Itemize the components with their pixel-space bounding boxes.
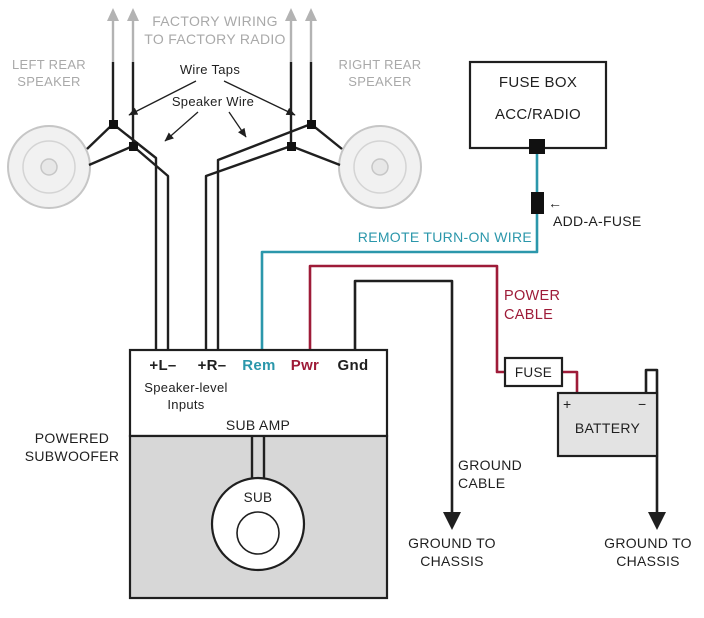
remote-turn-on-wire-label: REMOTE TURN-ON WIRE xyxy=(357,229,532,245)
power-cable-label: POWER CABLE xyxy=(504,288,561,323)
up-arrow-icon xyxy=(127,8,139,21)
fuse-box-title: FUSE BOX xyxy=(498,74,578,91)
up-arrow-icon xyxy=(107,8,119,21)
sub-amp-label: SUB AMP xyxy=(225,417,291,433)
ground-cable-wire xyxy=(353,279,461,530)
amp-terminal-power: Pwr xyxy=(290,357,320,374)
speaker-wire-label: Speaker Wire xyxy=(171,94,255,109)
up-arrow-icon xyxy=(285,8,297,21)
left-rear-speaker-label: LEFT REAR SPEAKER xyxy=(12,57,86,89)
ground-cable-label: GROUND CABLE xyxy=(458,457,523,492)
inline-fuse-outline xyxy=(503,356,564,388)
up-arrow-icon xyxy=(305,8,317,21)
battery-label: BATTERY xyxy=(574,420,641,436)
right-rear-speaker-icon xyxy=(338,125,422,209)
wire-tap-square xyxy=(287,142,296,151)
powered-subwoofer-label: POWERED SUBWOOFER xyxy=(24,430,120,465)
amp-terminal-right-input: +R– xyxy=(197,357,227,374)
add-a-fuse-label: ADD-A-FUSE xyxy=(553,213,642,230)
wire-taps-pointer-left xyxy=(128,80,197,116)
wire-taps-pointer-right xyxy=(223,80,296,116)
fuse-box-circuit-label: ACC/RADIO xyxy=(494,106,582,123)
amp-terminal-ground: Gnd xyxy=(337,357,369,374)
battery-outline xyxy=(556,391,659,458)
annotation-arrows xyxy=(128,80,296,142)
wire-tap-square xyxy=(307,120,316,129)
battery-minus-terminal: − xyxy=(638,396,647,412)
factory-wiring-label: FACTORY WIRING TO FACTORY RADIO xyxy=(144,13,286,48)
add-a-fuse-callout: ← ADD-A-FUSE xyxy=(548,176,642,231)
subwoofer-cone-outer xyxy=(210,476,306,572)
fuse-box-outline xyxy=(468,60,608,150)
add-a-fuse-connector xyxy=(531,192,544,214)
fuse-label: FUSE xyxy=(514,365,553,380)
fuse-box-tap-connector xyxy=(529,139,545,154)
power-cable-wire xyxy=(308,264,579,393)
wire-taps-label: Wire Taps xyxy=(179,62,241,77)
down-arrow-icon xyxy=(648,512,666,530)
ground-to-chassis-label-right: GROUND TO CHASSIS xyxy=(604,535,692,570)
ground-to-chassis-label-left: GROUND TO CHASSIS xyxy=(408,535,496,570)
right-rear-speaker-label: RIGHT REAR SPEAKER xyxy=(338,57,422,89)
subwoofer-cone-inner xyxy=(236,511,280,555)
amp-terminal-left-input: +L– xyxy=(149,357,177,374)
amp-input-speaker-wires xyxy=(112,122,312,350)
speaker-wire-pointer-left xyxy=(164,111,199,142)
factory-speaker-wires xyxy=(86,62,343,167)
down-arrow-icon xyxy=(443,512,461,530)
amp-terminal-remote: Rem xyxy=(242,357,276,374)
sub-label: SUB xyxy=(243,490,273,505)
speaker-level-inputs-label: Speaker-level Inputs xyxy=(144,380,228,412)
speaker-wire-pointer-right xyxy=(228,111,247,138)
left-arrow-icon: ← xyxy=(548,195,563,212)
sub-connector-lines xyxy=(250,436,266,479)
wire-tap-square xyxy=(109,120,118,129)
left-rear-speaker-icon xyxy=(7,125,91,209)
factory-wiring-arrows xyxy=(107,8,317,62)
sub-amp-outline xyxy=(128,348,389,438)
wire-tap-square xyxy=(129,142,138,151)
battery-plus-terminal: + xyxy=(563,396,572,412)
